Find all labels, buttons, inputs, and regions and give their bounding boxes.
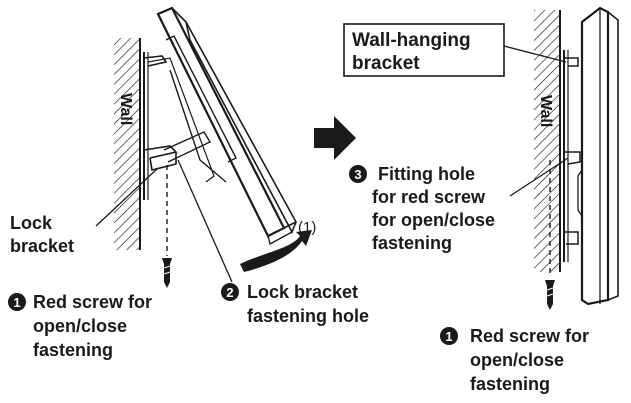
wall-hanging-bracket-callout: Wall-hanging bracket	[343, 23, 567, 77]
motion-arrow	[240, 230, 312, 272]
svg-text:Lock bracket fastening: Lock bracket fastening hole	[247, 282, 369, 326]
svg-text:Wall-hanging bracket: Wall-hanging bracket	[352, 30, 476, 74]
left-step1-callout: 1 Red screw for open/close fastening	[8, 292, 157, 360]
left-wall-hatching	[114, 38, 140, 250]
step2-callout: 2 Lock bracket fastening hole	[221, 282, 369, 326]
left-figure: Wall	[8, 6, 369, 360]
fastening-hole-leader	[177, 159, 233, 283]
motion-label: (1)	[298, 219, 316, 236]
left-wall-bracket	[143, 52, 211, 200]
right-wall-bracket	[563, 50, 581, 262]
right-figure: Wall Wall-hanging br	[343, 6, 619, 394]
right-red-screw	[545, 160, 555, 310]
left-red-screw	[162, 165, 172, 288]
svg-text:1: 1	[13, 295, 20, 310]
svg-text:1: 1	[445, 329, 452, 344]
left-wall-label: Wall	[117, 93, 134, 125]
svg-text:2: 2	[226, 285, 233, 300]
transition-arrow-icon	[314, 116, 356, 160]
right-wall-hatching	[534, 10, 560, 272]
svg-text:3: 3	[354, 167, 361, 182]
lock-bracket-leader	[95, 167, 159, 227]
svg-text:Red screw for open/clo: Red screw for open/close fastening	[33, 292, 157, 360]
right-step1-callout: 1 Red screw for open/close fastening	[440, 326, 594, 394]
right-tv-body	[577, 6, 619, 306]
svg-text:Fitting hole for red s: Fitting hole for red screw for open/clos…	[372, 164, 500, 253]
lock-bracket-label: Lock bracket	[10, 213, 74, 256]
svg-text:Red screw for open/clo: Red screw for open/close fastening	[470, 326, 594, 394]
right-wall-label: Wall	[537, 95, 554, 127]
left-tv-body	[147, 6, 298, 246]
step3-callout: 3 Fitting hole for red screw for open/cl…	[349, 157, 569, 253]
